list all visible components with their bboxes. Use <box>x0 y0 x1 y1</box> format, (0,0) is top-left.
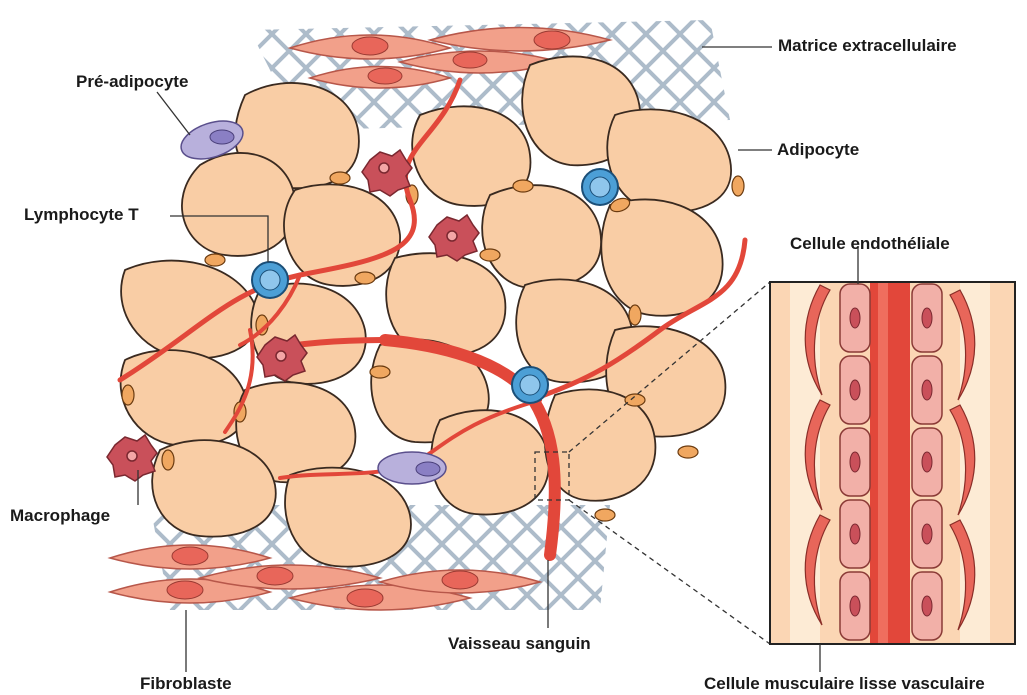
label-macrophage: Macrophage <box>10 506 110 526</box>
vessel-zoom-detail <box>770 282 1015 644</box>
label-matrix: Matrice extracellulaire <box>778 36 957 56</box>
label-fibroblast: Fibroblaste <box>140 674 232 694</box>
label-preadipocyte: Pré-adipocyte <box>76 72 188 92</box>
label-smooth-muscle: Cellule musculaire lisse vasculaire <box>704 674 985 694</box>
label-vessel: Vaisseau sanguin <box>448 634 591 654</box>
label-lymphocyte: Lymphocyte T <box>24 205 139 225</box>
label-adipocyte: Adipocyte <box>777 140 859 160</box>
label-endothelial: Cellule endothéliale <box>790 234 950 254</box>
